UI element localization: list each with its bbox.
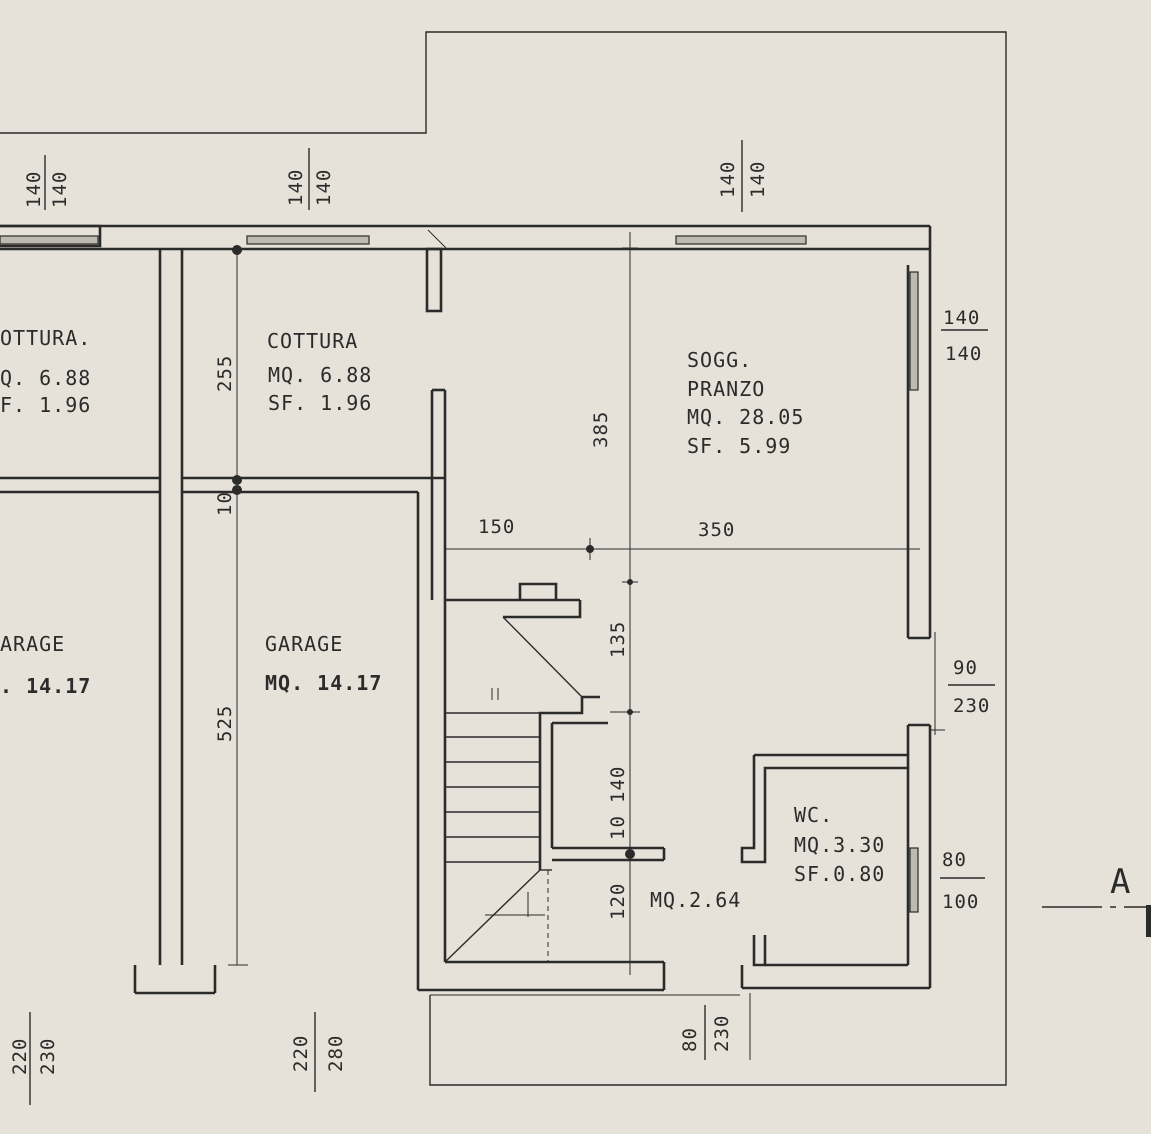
dim-top-window-1-bottom: 140 <box>49 171 71 208</box>
dim-top-window-2-top: 140 <box>285 169 307 206</box>
dim-v-525: 525 <box>214 705 236 742</box>
room-labels: OTTURA. Q. 6.88 F. 1.96 COTTURA MQ. 6.88… <box>0 326 885 912</box>
dim-h-150: 150 <box>478 516 515 538</box>
section-marker-label: A <box>1110 862 1130 902</box>
window-right-wc <box>909 847 919 913</box>
dimension-labels: 140 140 140 140 140 140 140 140 90 230 8… <box>9 161 990 1075</box>
fraction-bars <box>29 140 995 1105</box>
dim-bottom-mid-top: 220 <box>290 1035 312 1072</box>
dim-top-window-2-bottom: 140 <box>313 169 335 206</box>
windows <box>0 235 919 913</box>
dim-right-window-2-top: 80 <box>942 849 967 871</box>
window-top-left <box>0 235 99 245</box>
dim-right-door-bottom: 230 <box>953 695 990 717</box>
dim-v-140: 140 <box>607 766 629 803</box>
soggiorno-area: MQ. 28.05 <box>687 405 804 429</box>
dim-bottom-left-bottom: 230 <box>37 1038 59 1075</box>
dim-v-385: 385 <box>590 411 612 448</box>
window-top-cottura <box>246 235 370 245</box>
dimension-lines <box>228 232 945 1060</box>
dim-h-350: 350 <box>698 519 735 541</box>
wc-sf: SF.0.80 <box>794 862 885 886</box>
garage-area: MQ. 14.17 <box>265 671 382 695</box>
cottura-left-sf: F. 1.96 <box>0 393 91 417</box>
dim-bottom-right-top: 80 <box>679 1027 701 1052</box>
section-marker: A <box>1042 862 1151 937</box>
soggiorno-name-2: PRANZO <box>687 377 765 401</box>
dim-top-window-1-top: 140 <box>23 171 45 208</box>
stair-landing-area: MQ.2.64 <box>650 888 741 912</box>
cottura-left-name: OTTURA. <box>0 326 91 350</box>
cottura-sf: SF. 1.96 <box>268 391 372 415</box>
dim-bottom-right-bottom: 230 <box>711 1015 733 1052</box>
dim-right-window-1-bottom: 140 <box>945 343 982 365</box>
garage-name: GARAGE <box>265 632 343 656</box>
wc-name: WC. <box>794 803 833 827</box>
soggiorno-sf: SF. 5.99 <box>687 434 791 458</box>
exterior-walls <box>0 224 932 995</box>
garage-left-area: . 14.17 <box>0 674 91 698</box>
cottura-name: COTTURA <box>267 329 358 353</box>
dim-right-window-2-bottom: 100 <box>942 891 979 913</box>
dim-bottom-left-top: 220 <box>9 1038 31 1075</box>
staircase <box>444 688 552 963</box>
soggiorno-name-1: SOGG. <box>687 348 752 372</box>
dim-top-window-3-bottom: 140 <box>747 161 769 198</box>
dim-v-120: 120 <box>607 883 629 920</box>
cottura-left-area: Q. 6.88 <box>0 366 91 390</box>
cottura-area: MQ. 6.88 <box>268 363 372 387</box>
site-outline <box>0 31 1007 1086</box>
dim-v-255: 255 <box>214 355 236 392</box>
wc-area: MQ.3.30 <box>794 833 885 857</box>
garage-left-name: ARAGE <box>0 632 65 656</box>
dim-top-window-3-top: 140 <box>717 161 739 198</box>
window-right-soggiorno <box>909 271 919 391</box>
interior-walls <box>0 229 908 967</box>
dim-v-10-upper: 10 <box>214 491 236 516</box>
dim-v-135: 135 <box>607 621 629 658</box>
window-top-soggiorno <box>675 235 807 245</box>
dim-bottom-mid-bottom: 280 <box>325 1035 347 1072</box>
dim-v-10-lower: 10 <box>607 815 629 840</box>
dim-right-window-1-top: 140 <box>943 307 980 329</box>
dim-right-door-top: 90 <box>953 657 978 679</box>
